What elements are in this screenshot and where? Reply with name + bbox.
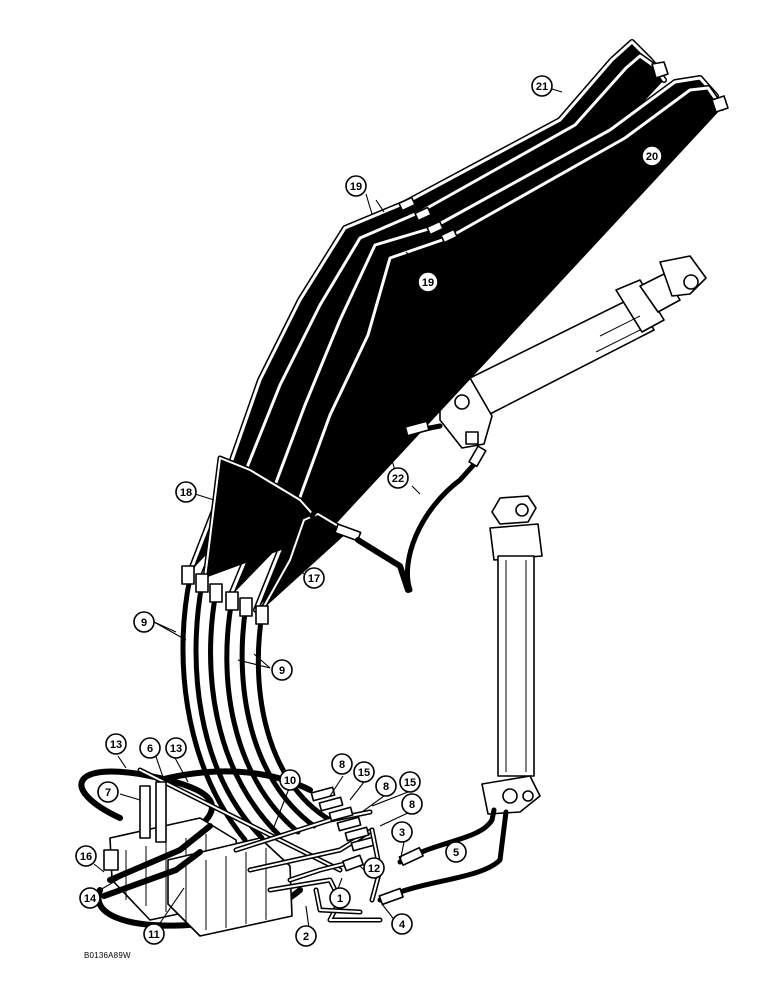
hoses-4-5 — [313, 807, 509, 915]
callout-15-left: 15 — [353, 761, 375, 783]
line-18 — [205, 458, 336, 578]
svg-text:11: 11 — [148, 929, 160, 941]
callout-7: 7 — [97, 781, 119, 803]
svg-text:12: 12 — [368, 863, 380, 875]
callout-19-bottom: 19 — [417, 271, 439, 293]
callout-14: 14 — [79, 887, 101, 909]
callout-15-right: 15 — [399, 771, 421, 793]
svg-text:8: 8 — [409, 799, 415, 811]
svg-text:20: 20 — [646, 151, 658, 163]
callout-20: 20 — [641, 145, 663, 167]
callout-6: 6 — [139, 737, 161, 759]
svg-text:9: 9 — [279, 665, 285, 677]
svg-text:4: 4 — [399, 919, 406, 931]
svg-text:2: 2 — [303, 931, 309, 943]
upper-cylinder — [439, 255, 707, 449]
callout-16: 16 — [75, 845, 97, 867]
svg-text:3: 3 — [399, 827, 405, 839]
callout-10: 10 — [279, 769, 301, 791]
callout-8-low: 8 — [401, 793, 423, 815]
callout-21: 21 — [531, 75, 553, 97]
svg-text:19: 19 — [350, 181, 362, 193]
callout-9-right: 9 — [271, 659, 293, 681]
hose-22 — [309, 420, 487, 593]
svg-text:22: 22 — [392, 473, 404, 485]
callout-2: 2 — [295, 925, 317, 947]
vertical-cylinder — [481, 495, 543, 815]
svg-text:9: 9 — [141, 617, 147, 629]
callout-13-right: 13 — [165, 737, 187, 759]
callout-11: 11 — [143, 923, 165, 945]
line-17 — [262, 514, 411, 610]
callout-4: 4 — [391, 913, 413, 935]
callout-9-left: 9 — [133, 611, 155, 633]
callout-8-mid: 8 — [375, 775, 397, 797]
svg-text:15: 15 — [358, 767, 370, 779]
svg-text:21: 21 — [536, 81, 548, 93]
svg-text:13: 13 — [170, 743, 182, 755]
svg-text:5: 5 — [453, 847, 459, 859]
svg-text:17: 17 — [308, 573, 320, 585]
svg-text:15: 15 — [404, 777, 416, 789]
svg-text:8: 8 — [383, 781, 389, 793]
svg-text:10: 10 — [284, 775, 296, 787]
svg-text:18: 18 — [180, 487, 192, 499]
callout-13-left: 13 — [105, 733, 127, 755]
callout-19-top: 19 — [345, 175, 367, 197]
callout-3: 3 — [391, 821, 413, 843]
callout-22: 22 — [387, 467, 409, 489]
callout-12: 12 — [363, 857, 385, 879]
callout-5: 5 — [445, 841, 467, 863]
svg-text:19: 19 — [422, 277, 434, 289]
callout-8-top: 8 — [331, 753, 353, 775]
boom-steel-lines — [190, 42, 729, 610]
control-valve-assembly — [78, 767, 383, 937]
svg-text:7: 7 — [105, 787, 111, 799]
callout-18: 18 — [175, 481, 197, 503]
hoses-9 — [180, 565, 333, 843]
svg-text:14: 14 — [84, 893, 97, 905]
svg-text:13: 13 — [110, 739, 122, 751]
callout-1: 1 — [329, 887, 351, 909]
svg-text:8: 8 — [339, 759, 345, 771]
callout-17: 17 — [303, 567, 325, 589]
svg-text:1: 1 — [337, 893, 343, 905]
svg-text:16: 16 — [80, 851, 92, 863]
figure-code: B0136A89W — [84, 951, 131, 960]
svg-text:6: 6 — [147, 743, 153, 755]
